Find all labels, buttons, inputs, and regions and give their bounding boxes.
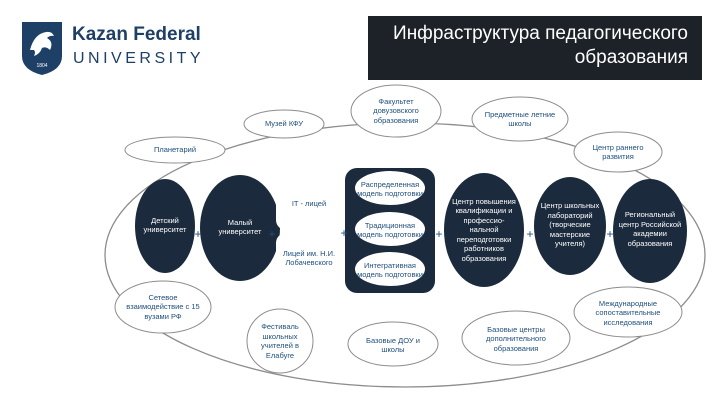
node-regional-center <box>613 179 687 283</box>
kfu-logo: 1804 Kazan Federal UNIVERSITY <box>20 20 201 78</box>
label-ring-left: Планетарий <box>153 145 197 155</box>
plus-sign-3: + <box>340 226 348 240</box>
label-regional-center: Региональный центр Российской академии о… <box>618 210 682 248</box>
node-ring-bottom-left <box>246 308 314 374</box>
label-model-integrative: Интегративная модель подготовки <box>357 260 423 280</box>
node-model-traditional <box>355 212 425 246</box>
plus-sign-6: + <box>606 227 614 241</box>
label-small-university: Малый университет <box>218 217 262 237</box>
node-ring-right <box>573 131 663 173</box>
node-school-labs-center <box>534 177 606 275</box>
kfu-emblem-icon: 1804 <box>22 22 62 75</box>
label-ring-right-upper: Предметные летние школы <box>484 109 556 129</box>
node-ring-left-upper <box>243 109 325 139</box>
node-it-lyceum <box>276 183 342 230</box>
node-ring-bottom-right <box>461 310 571 366</box>
node-qualification-center <box>444 173 524 287</box>
node-child-university <box>135 179 195 273</box>
label-ring-left-lower: Сетевое взаимодействие с 15 вузами РФ <box>126 292 200 321</box>
plus-sign-4: + <box>435 227 443 241</box>
plus-sign-2: + <box>268 227 276 241</box>
label-qualification-center: Центр повышения квалификации и профессио… <box>452 196 516 263</box>
label-model-traditional: Традиционная модель подготовки <box>357 220 423 240</box>
label-lobachevsky-lyceum: Лицей им. Н.И. Лобачевского <box>282 248 336 268</box>
label-school-labs-center: Центр школьных лабораторий (творческие м… <box>540 201 600 249</box>
label-ring-top: Факультет довузовского образования <box>373 96 419 125</box>
label-ring-bottom-left: Фестиваль школьных учителей в Елабуге <box>261 322 299 360</box>
node-lobachevsky-lyceum <box>276 233 342 283</box>
node-small-university <box>200 175 280 281</box>
node-ring-right-upper <box>471 96 569 142</box>
label-model-distributed: Распределенная модель подготовки <box>357 179 423 199</box>
logo-text-line2: UNIVERSITY <box>73 50 205 67</box>
label-ring-bottom-center: Базовые ДОУ и школы <box>366 335 420 355</box>
node-ring-top <box>350 84 442 138</box>
label-child-university: Детский университет <box>143 215 187 235</box>
node-ring-right-lower <box>573 286 683 338</box>
label-ring-right: Центр раннего развития <box>592 142 644 162</box>
plus-sign-5: + <box>526 227 534 241</box>
node-ring-bottom-center <box>347 321 439 367</box>
node-ring-left-lower <box>114 280 212 334</box>
logo-text-line1: Kazan Federal <box>72 24 201 45</box>
label-it-lyceum: IT - лицей <box>291 199 327 209</box>
page-title: Инфраструктура педагогического образован… <box>368 16 702 80</box>
label-ring-right-lower: Международные сопоставительные исследова… <box>595 298 661 327</box>
node-model-distributed <box>355 171 425 205</box>
label-ring-left-upper: Музей КФУ <box>264 119 304 129</box>
label-ring-bottom-right: Базовые центры дополнительного образован… <box>486 324 546 353</box>
node-ring-left <box>124 136 226 164</box>
plus-sign-1: + <box>194 227 202 241</box>
node-model-integrative <box>355 252 425 286</box>
emblem-year: 1804 <box>36 63 47 69</box>
